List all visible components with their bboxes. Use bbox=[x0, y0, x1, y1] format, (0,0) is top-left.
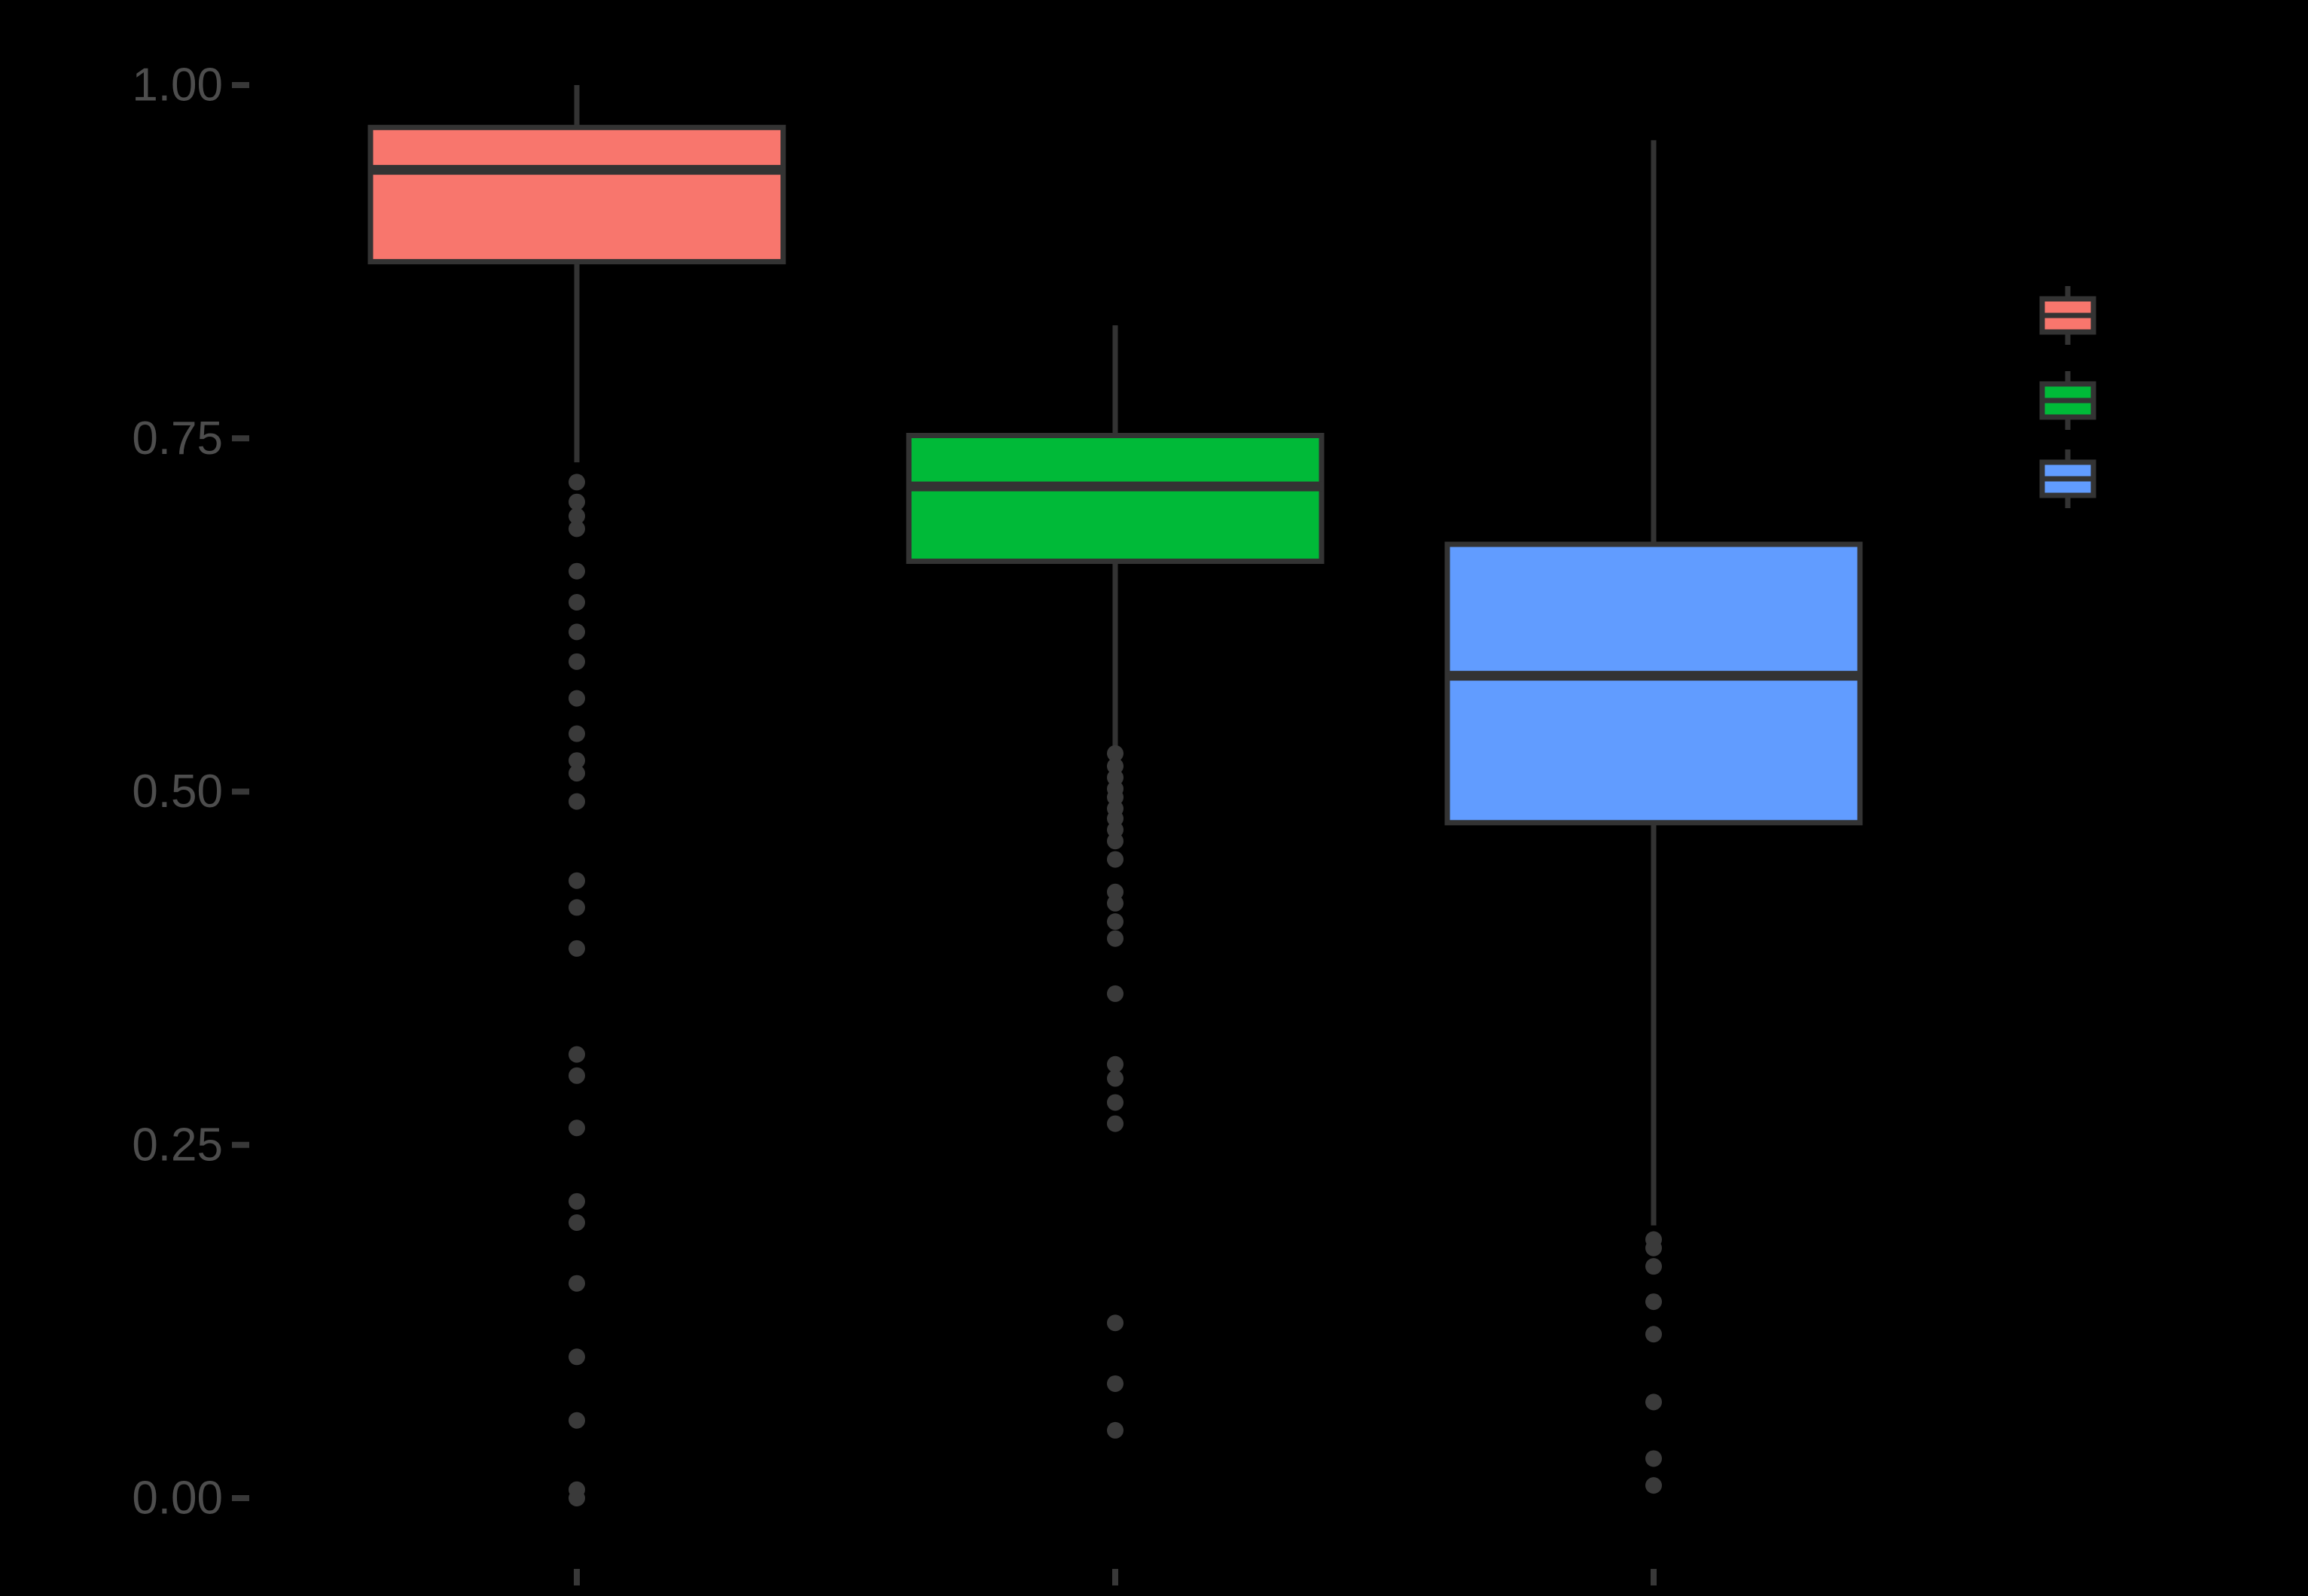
outlier-point-group-1 bbox=[569, 1348, 585, 1366]
outlier-point-group-2 bbox=[1107, 1375, 1124, 1392]
outlier-point-group-1 bbox=[569, 765, 585, 782]
outlier-point-group-3 bbox=[1645, 1293, 1662, 1311]
outlier-point-group-1 bbox=[569, 690, 585, 707]
outlier-point-group-3 bbox=[1645, 1450, 1662, 1467]
outlier-point-group-1 bbox=[569, 1067, 585, 1084]
box-group-2 bbox=[906, 432, 1325, 565]
outlier-point-group-2 bbox=[1107, 1055, 1124, 1073]
outlier-point-group-2 bbox=[1107, 1421, 1124, 1439]
outlier-point-group-1 bbox=[569, 899, 585, 916]
outlier-point-group-1 bbox=[569, 1119, 585, 1137]
box-group-1 bbox=[367, 124, 786, 265]
outlier-point-group-1 bbox=[569, 1490, 585, 1506]
outlier-point-group-1 bbox=[569, 493, 585, 510]
outlier-point-group-1 bbox=[569, 1214, 585, 1231]
outlier-point-group-1 bbox=[569, 1046, 585, 1063]
outlier-point-group-2 bbox=[1107, 745, 1124, 762]
box-group-3 bbox=[1444, 541, 1863, 826]
outlier-point-group-1 bbox=[569, 940, 585, 957]
outlier-point-group-2 bbox=[1107, 1070, 1124, 1087]
outlier-point-group-1 bbox=[569, 872, 585, 889]
outlier-point-group-1 bbox=[569, 1192, 585, 1210]
outlier-point-group-2 bbox=[1107, 1094, 1124, 1111]
y-axis-label: 0.00 bbox=[132, 1473, 223, 1524]
outlier-point-group-1 bbox=[569, 593, 585, 611]
outlier-point-group-1 bbox=[569, 507, 585, 525]
outlier-point-group-2 bbox=[1107, 1115, 1124, 1132]
outlier-point-group-1 bbox=[569, 752, 585, 769]
outlier-point-group-3 bbox=[1645, 1477, 1662, 1494]
outlier-point-group-2 bbox=[1107, 833, 1124, 850]
outlier-point-group-1 bbox=[569, 474, 585, 491]
outlier-point-group-1 bbox=[569, 725, 585, 742]
y-axis-label: 0.50 bbox=[132, 766, 223, 818]
outlier-point-group-2 bbox=[1107, 1314, 1124, 1332]
outlier-point-group-2 bbox=[1107, 985, 1124, 1002]
outlier-point-group-1 bbox=[569, 1412, 585, 1429]
outlier-point-group-1 bbox=[569, 793, 585, 810]
outlier-point-group-2 bbox=[1107, 851, 1124, 868]
outlier-point-group-1 bbox=[569, 1275, 585, 1292]
outlier-point-group-1 bbox=[569, 520, 585, 538]
outlier-point-group-3 bbox=[1645, 1258, 1662, 1275]
outlier-point-group-2 bbox=[1107, 913, 1124, 930]
y-axis-label: 0.25 bbox=[132, 1119, 223, 1171]
y-axis-label: 0.75 bbox=[132, 413, 223, 464]
outlier-point-group-1 bbox=[569, 562, 585, 580]
y-axis-label: 1.00 bbox=[132, 59, 223, 111]
outlier-point-group-2 bbox=[1107, 894, 1124, 912]
outlier-point-group-3 bbox=[1645, 1393, 1662, 1411]
outlier-point-group-3 bbox=[1645, 1239, 1662, 1256]
outlier-point-group-1 bbox=[569, 623, 585, 641]
outlier-point-group-3 bbox=[1645, 1326, 1662, 1343]
outlier-point-group-1 bbox=[569, 653, 585, 670]
outlier-point-group-2 bbox=[1107, 930, 1124, 947]
